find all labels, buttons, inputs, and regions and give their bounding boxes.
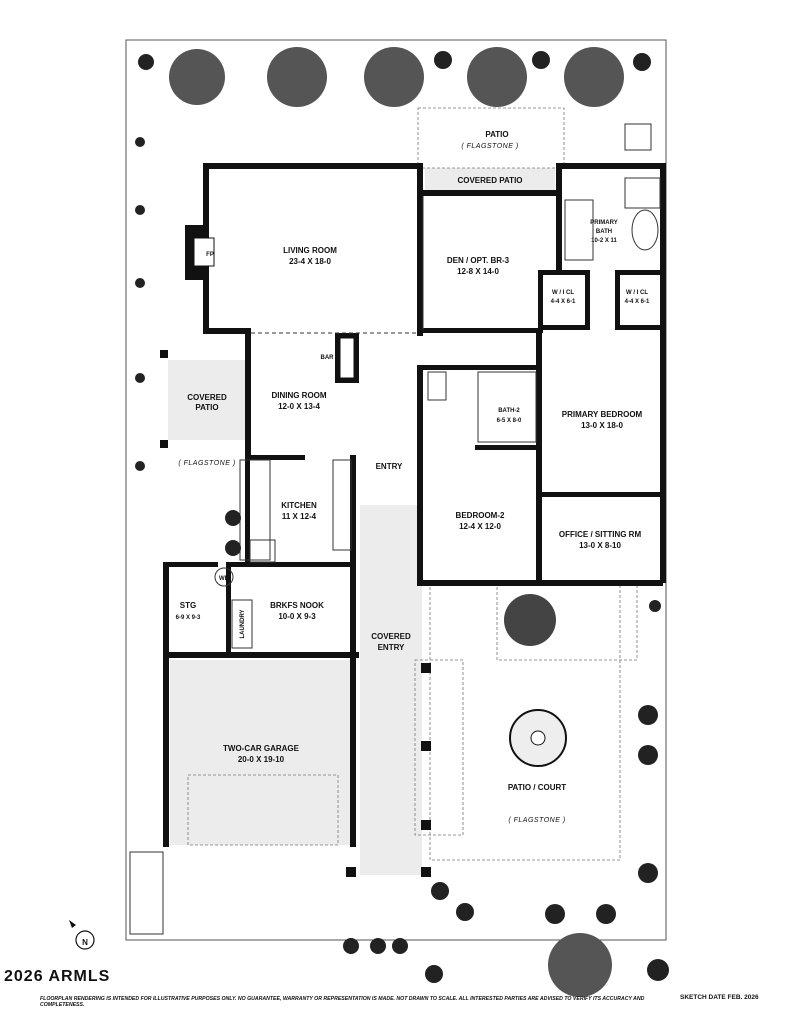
patio-note: ( FLAGSTONE ) xyxy=(461,143,518,150)
primary-bedroom-dim: 13-0 X 18-0 xyxy=(581,421,623,430)
court-label: PATIO / COURT xyxy=(508,783,566,792)
posts xyxy=(160,350,431,877)
fountain xyxy=(509,709,567,767)
garage-door-outline xyxy=(187,774,339,846)
garage-label: TWO-CAR GARAGE xyxy=(223,744,300,753)
court-planter-outline xyxy=(414,659,464,836)
office-label: OFFICE / SITTING RM xyxy=(559,530,642,539)
disclaimer-text: FLOORPLAN RENDERING IS INTENDED FOR ILLU… xyxy=(40,996,645,1008)
den-label: DEN / OPT. BR-3 xyxy=(447,256,510,265)
patio-label: PATIO xyxy=(485,130,508,139)
wic-left-label: W / I CL xyxy=(552,290,574,296)
garage-dim: 20-0 X 19-10 xyxy=(238,755,285,764)
kitchen-dim: 11 X 12-4 xyxy=(282,512,317,521)
bedroom2-label: BEDROOM-2 xyxy=(456,511,505,520)
bath2-dim: 6-5 X 8-0 xyxy=(497,418,522,424)
wic-right-label: W / I CL xyxy=(626,290,648,296)
office-dim: 13-0 X 8-10 xyxy=(579,541,621,550)
bath2-label: BATH-2 xyxy=(498,408,520,414)
wh-label: WH xyxy=(219,576,229,582)
stg-dim: 6-9 X 9-3 xyxy=(176,615,201,621)
watermark-address: 2026 ARMLS xyxy=(4,968,111,985)
dining-room-dim: 12-0 X 13-4 xyxy=(278,402,320,411)
covered-patio-left-note: ( FLAGSTONE ) xyxy=(178,460,235,467)
kitchen-label: KITCHEN xyxy=(281,501,317,510)
laundry-label: LAUNDRY xyxy=(240,609,246,638)
left-patio-floor xyxy=(168,360,246,440)
covered-patio-left-label-1: COVERED xyxy=(187,393,227,402)
court-note: ( FLAGSTONE ) xyxy=(508,817,565,824)
covered-patio-floor xyxy=(425,168,555,190)
bar-label: BAR xyxy=(321,355,335,361)
bedroom2-dim: 12-4 X 12-0 xyxy=(459,522,501,531)
primary-bath-label-2: BATH xyxy=(596,229,612,235)
primary-bedroom-label: PRIMARY BEDROOM xyxy=(562,410,643,419)
dining-room-label: DINING ROOM xyxy=(271,391,326,400)
living-room-dim: 23-4 X 18-0 xyxy=(289,257,331,266)
stg-label: STG xyxy=(180,601,196,610)
patio-paver xyxy=(624,123,652,151)
compass-label: N xyxy=(82,938,88,947)
entry-label: ENTRY xyxy=(376,462,403,471)
garage-floor xyxy=(170,660,355,845)
patio-outline xyxy=(417,107,565,169)
fp-label: FP xyxy=(206,252,214,258)
brkfs-nook-label: BRKFS NOOK xyxy=(270,601,324,610)
compass xyxy=(69,920,95,950)
covered-patio-left-label-2: PATIO xyxy=(195,403,218,412)
primary-bath-label-1: PRIMARY xyxy=(590,220,617,226)
covered-entry-label-1: COVERED xyxy=(371,632,411,641)
wic-left-dim: 4-4 X 6-1 xyxy=(551,299,576,305)
wic-right-dim: 4-4 X 6-1 xyxy=(625,299,650,305)
den-dim: 12-8 X 14-0 xyxy=(457,267,499,276)
garage-stoop xyxy=(129,851,164,935)
living-room-label: LIVING ROOM xyxy=(283,246,337,255)
covered-patio-top-label: COVERED PATIO xyxy=(457,176,522,185)
primary-bath-dim: 10-2 X 11 xyxy=(591,238,617,244)
brkfs-nook-dim: 10-0 X 9-3 xyxy=(278,612,316,621)
covered-entry-label-2: ENTRY xyxy=(378,643,405,652)
covered-entry-floor xyxy=(360,505,422,875)
plants-group xyxy=(135,47,669,997)
sketch-date: SKETCH DATE FEB. 2026 xyxy=(680,994,759,1001)
